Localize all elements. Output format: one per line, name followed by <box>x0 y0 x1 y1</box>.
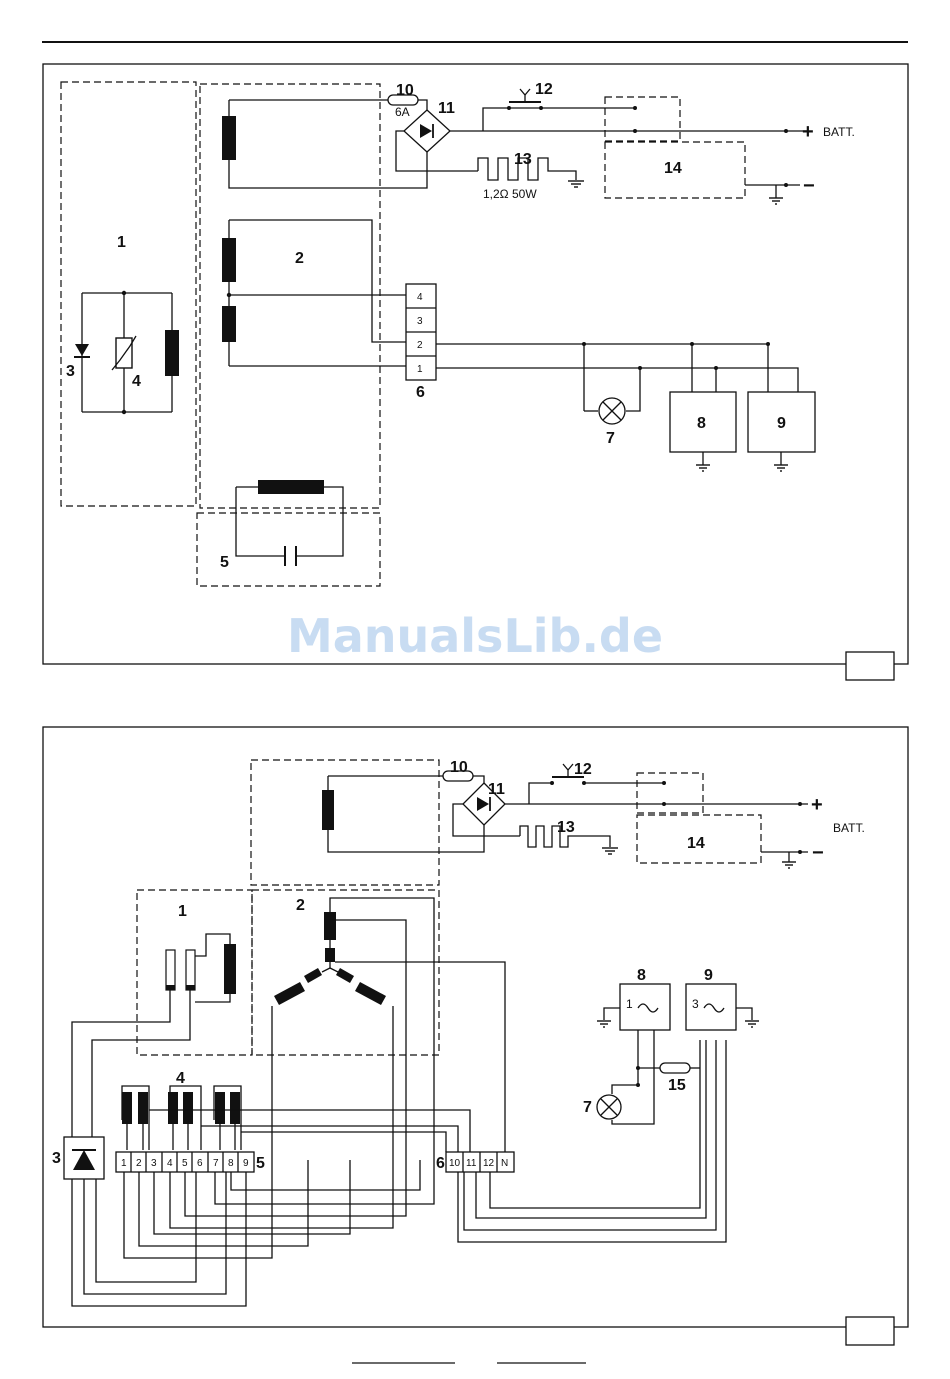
top-label-14: 14 <box>664 160 682 177</box>
bottom-fuse-15-icon <box>660 1063 690 1073</box>
top-coil-lower-a-icon <box>222 238 236 282</box>
bottom-box1-circuit <box>72 934 236 1137</box>
top-label-13: 13 <box>514 151 532 168</box>
bottom-terminal-strip-5: 1 2 3 4 5 6 7 8 9 <box>116 1152 434 1258</box>
bottom-terminal-2: 2 <box>136 1158 142 1169</box>
bottom-label-11: 11 <box>488 781 505 798</box>
bottom-terminal-1: 1 <box>121 1158 127 1169</box>
top-label-10: 10 <box>396 82 414 99</box>
bottom-label-2: 2 <box>296 897 305 914</box>
top-plus: + <box>802 121 814 143</box>
top-label-12: 12 <box>535 81 553 98</box>
bottom-diagram: 10 11 12 13 14 + BATT. − 1 <box>43 727 908 1345</box>
bottom-label-10: 10 <box>450 759 468 776</box>
top-label-8: 8 <box>697 415 706 432</box>
top-resistor-rating: 1,2Ω 50W <box>483 187 537 201</box>
top-label-5: 5 <box>220 554 229 571</box>
bottom-terminal-9: 9 <box>243 1158 249 1169</box>
top-label-6: 6 <box>416 384 425 401</box>
top-coil-upper-icon <box>222 116 236 160</box>
top-varistor-4-icon <box>116 338 132 368</box>
top-box-5 <box>197 513 380 586</box>
bottom-label-6: 6 <box>436 1155 445 1172</box>
bottom-label-3: 3 <box>52 1150 61 1167</box>
bottom-box-charge <box>251 760 439 885</box>
bottom-terminal-4: 4 <box>167 1158 173 1169</box>
bottom-label-12: 12 <box>574 761 592 778</box>
top-label-7: 7 <box>606 430 615 447</box>
watermark: ManualsLib.de <box>287 609 663 663</box>
bottom-label-14: 14 <box>687 835 705 852</box>
bottom-label-9: 9 <box>704 967 713 984</box>
bottom-terminal-5: 5 <box>182 1158 188 1169</box>
top-box-1 <box>61 82 196 506</box>
top-label-9: 9 <box>777 415 786 432</box>
top-diagram: 1 3 4 <box>43 64 908 680</box>
bottom-coils-4 <box>122 1086 470 1152</box>
bottom-terminal-n: N <box>501 1158 508 1169</box>
bottom-lighting-circuit <box>597 984 759 1124</box>
bottom-plus: + <box>811 794 823 816</box>
bottom-terminal-3: 3 <box>151 1158 157 1169</box>
top-pin-2: 2 <box>417 340 423 351</box>
bottom-figure-tab <box>846 1317 894 1345</box>
bottom-charge-circuit <box>322 764 808 868</box>
bottom-coil-charge-icon <box>322 790 334 830</box>
bottom-terminal-6: 6 <box>197 1158 203 1169</box>
bottom-terminal-10: 10 <box>449 1158 461 1169</box>
bottom-coil-box1-icon <box>224 944 236 994</box>
bottom-terminal-8: 8 <box>228 1158 234 1169</box>
top-coil-box5-icon <box>258 480 324 494</box>
bottom-terminal-11: 11 <box>466 1158 477 1169</box>
top-coil-lower-b-icon <box>222 306 236 342</box>
top-pin-3: 3 <box>417 316 423 327</box>
bottom-label-1: 1 <box>178 903 187 920</box>
top-pin-4: 4 <box>417 292 423 303</box>
bottom-label-7: 7 <box>583 1099 592 1116</box>
top-minus: − <box>803 175 815 197</box>
top-label-4: 4 <box>132 373 141 390</box>
top-diode-3-icon <box>75 344 89 356</box>
bottom-minus: − <box>812 842 824 864</box>
bottom-terminal-7: 7 <box>213 1158 219 1169</box>
top-figure-tab <box>846 652 894 680</box>
bottom-label-4: 4 <box>176 1070 185 1087</box>
bottom-label-8: 8 <box>637 967 646 984</box>
top-label-11: 11 <box>438 100 455 117</box>
bottom-label-15: 15 <box>668 1077 686 1094</box>
top-label-1: 1 <box>117 234 126 251</box>
top-label-2: 2 <box>295 250 304 267</box>
top-lighting-circuit: 4 3 2 1 <box>222 220 815 471</box>
top-pin-1: 1 <box>417 364 423 375</box>
bottom-label-5: 5 <box>256 1155 265 1172</box>
top-coil-box1-icon <box>165 330 179 376</box>
top-label-3: 3 <box>66 363 75 380</box>
bottom-batt-label: BATT. <box>833 821 865 835</box>
top-box5-circuit <box>236 480 343 566</box>
bottom-terminal-12: 12 <box>483 1158 495 1169</box>
top-box1-circuit <box>74 291 179 414</box>
bottom-label-13: 13 <box>557 819 575 836</box>
top-batt-label: BATT. <box>823 125 855 139</box>
top-fuse-rating: 6A <box>395 105 410 119</box>
bottom-box9-inner: 3 <box>692 997 699 1011</box>
bottom-box8-inner: 1 <box>626 997 633 1011</box>
